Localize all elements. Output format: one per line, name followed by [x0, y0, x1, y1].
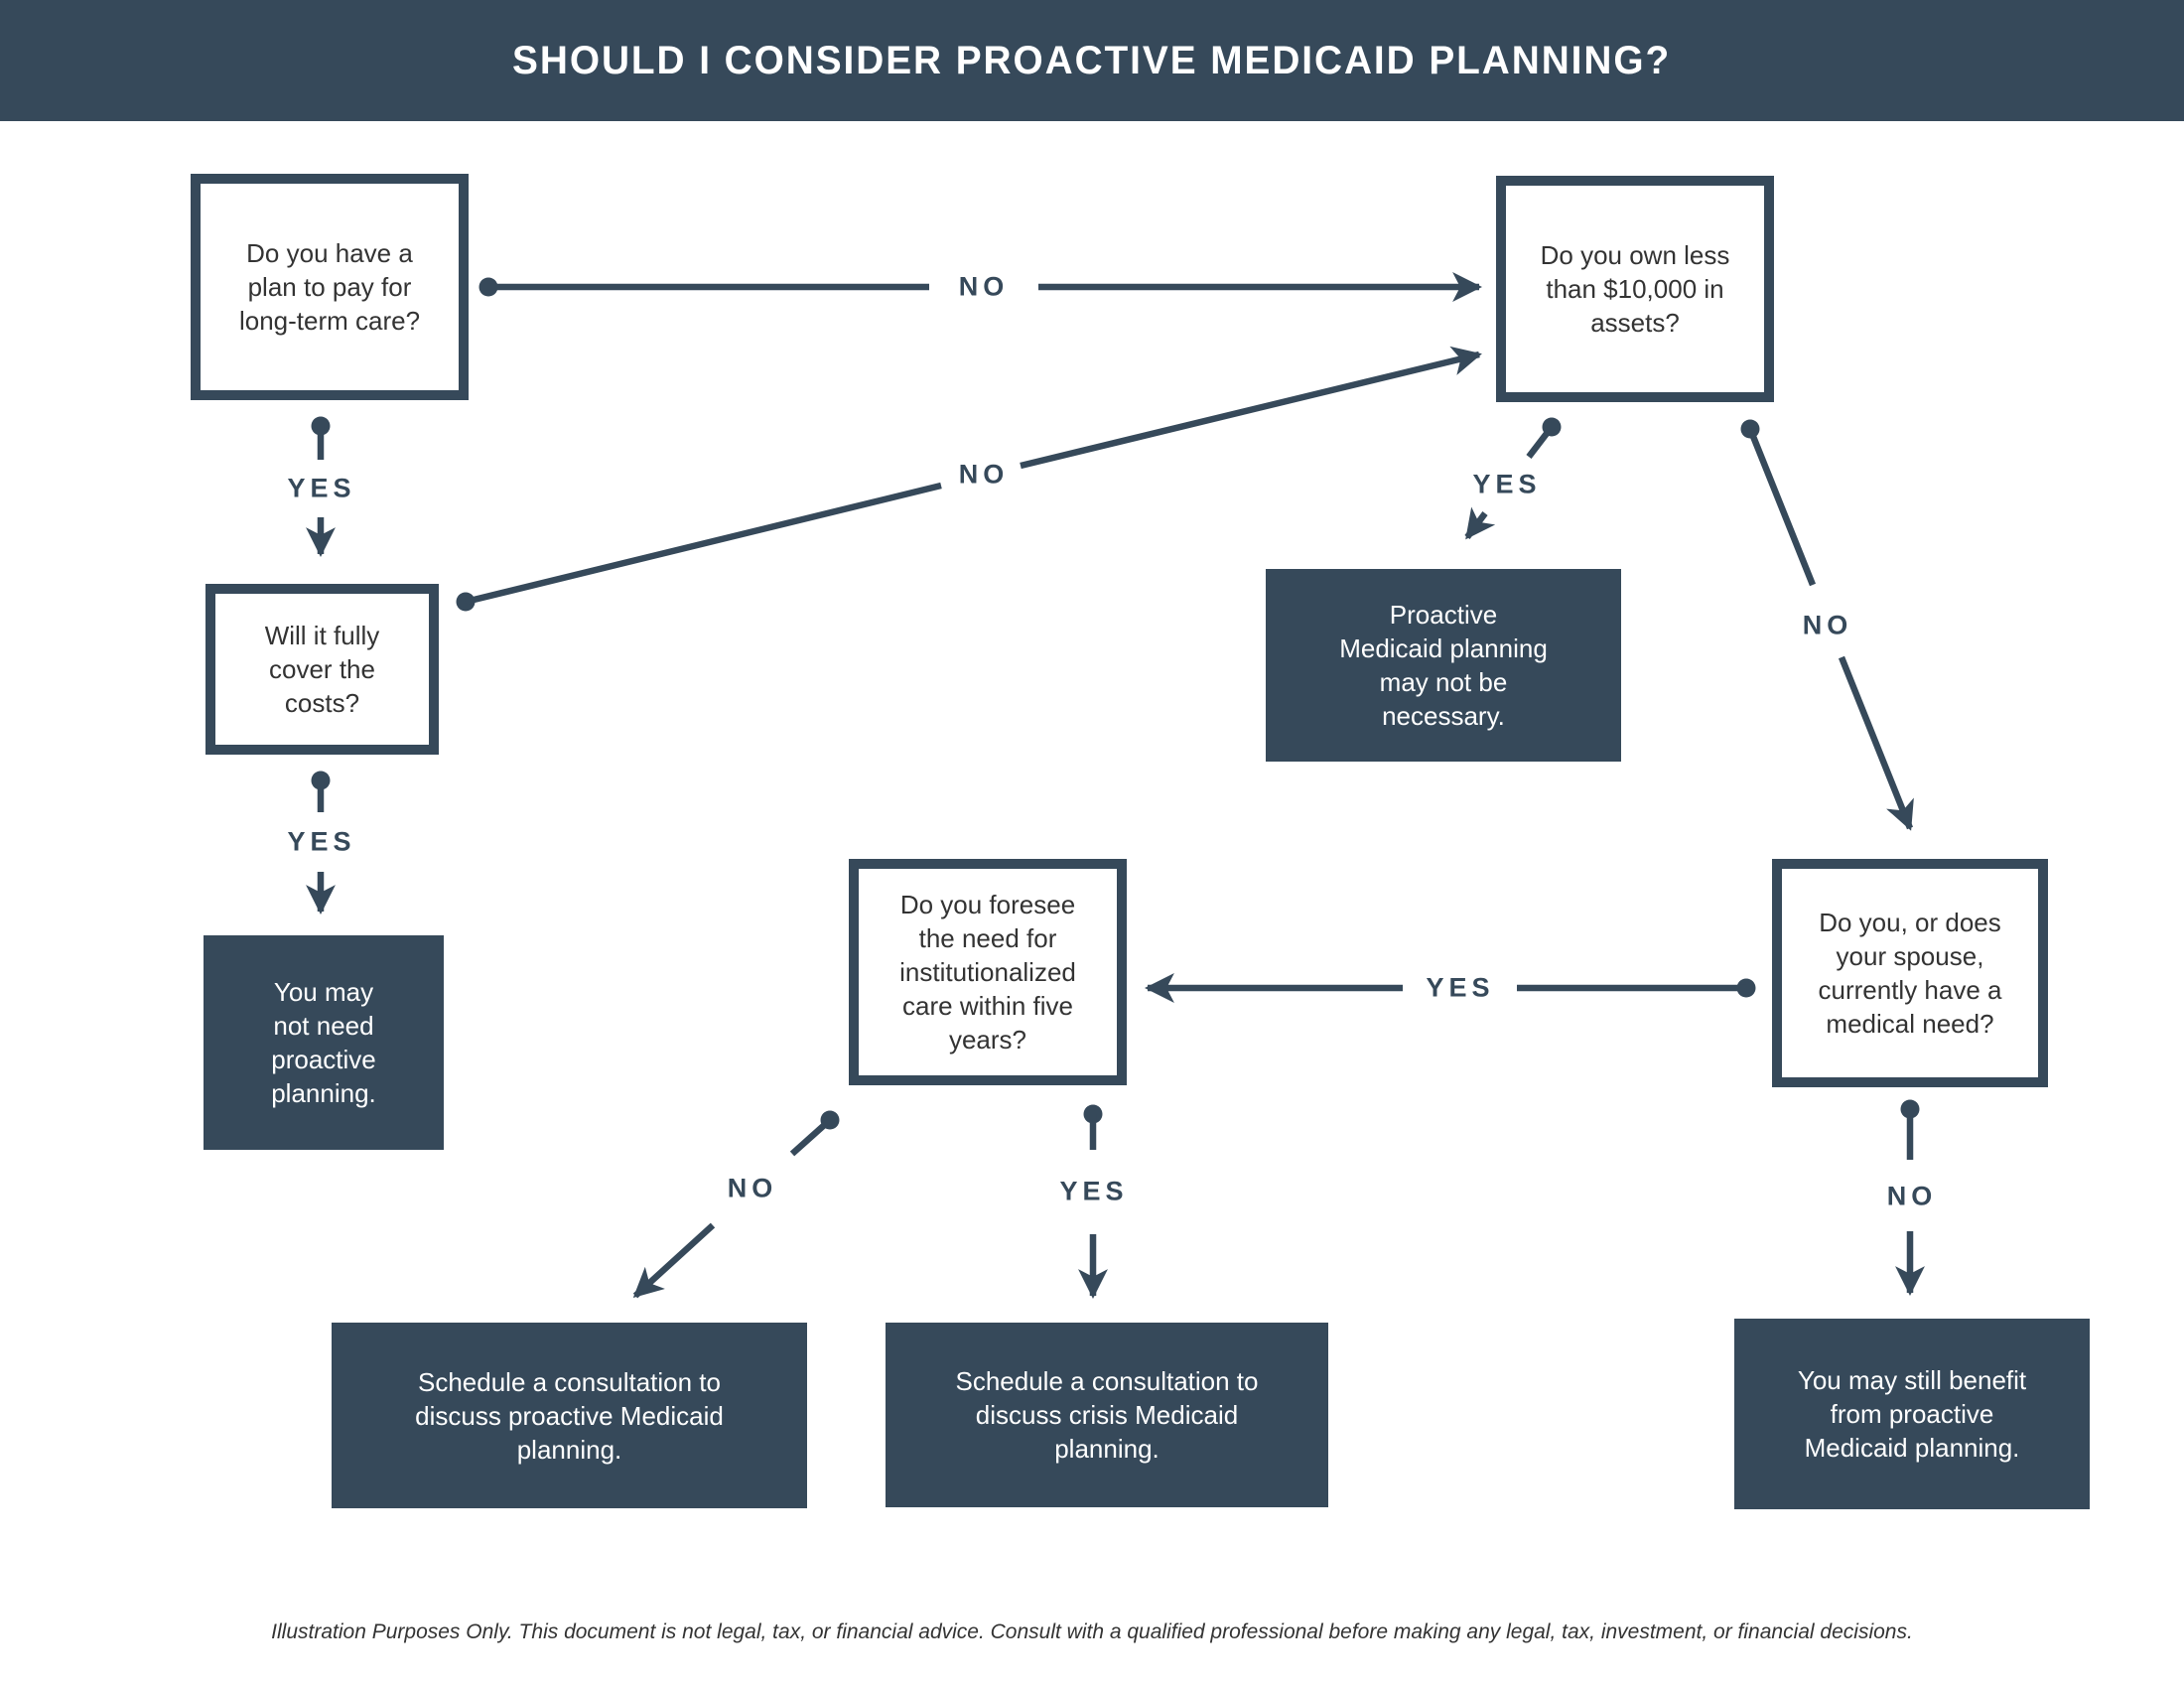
connector-plan-yes — [306, 416, 336, 557]
node-result-proactive: Schedule a consultation to discuss proac… — [332, 1323, 807, 1508]
edge-label-assets-yes: YES — [1472, 469, 1542, 499]
node-question-medical: Do you, or does your spouse, currently h… — [1772, 859, 2048, 1087]
node-question-plan-text: Do you have a plan to pay for long-term … — [238, 238, 421, 336]
edge-label-plan-yes: YES — [287, 473, 356, 503]
node-result-still-benefit-text: You may still benefit from proactive Med… — [1797, 1365, 2027, 1463]
connector-assets-no — [1740, 419, 1914, 831]
edge-label-foresee-no: NO — [727, 1173, 778, 1203]
edge-label-plan-no: NO — [958, 271, 1010, 302]
connector-foresee-yes — [1078, 1104, 1108, 1299]
edge-label-assets-no: NO — [1802, 610, 1853, 640]
edge-label-medical-yes: YES — [1426, 972, 1495, 1003]
connector-assets-yes — [1464, 417, 1562, 540]
node-result-still-benefit: You may still benefit from proactive Med… — [1734, 1319, 2090, 1509]
disclaimer-text: Illustration Purposes Only. This documen… — [271, 1620, 1913, 1643]
node-result-not-need-text: You may not need proactive planning. — [271, 977, 376, 1108]
node-question-plan: Do you have a plan to pay for long-term … — [191, 174, 469, 400]
title-bar: SHOULD I CONSIDER PROACTIVE MEDICAID PLA… — [0, 0, 2184, 121]
page-title: SHOULD I CONSIDER PROACTIVE MEDICAID PLA… — [512, 38, 1672, 82]
node-question-assets: Do you own less than $10,000 in assets? — [1496, 176, 1774, 402]
node-question-cover: Will it fully cover the costs? — [205, 584, 439, 755]
node-question-cover-text: Will it fully cover the costs? — [264, 621, 380, 718]
edge-label-medical-no: NO — [1886, 1181, 1938, 1211]
node-result-not-need: You may not need proactive planning. — [204, 935, 444, 1150]
connector-medical-yes — [1145, 973, 1756, 1003]
connector-cover-no — [456, 346, 1482, 612]
edge-label-cover-yes: YES — [287, 826, 356, 857]
node-result-proactive-text: Schedule a consultation to discuss proac… — [415, 1366, 724, 1465]
connector-plan-no — [478, 272, 1482, 302]
node-question-medical-text: Do you, or does your spouse, currently h… — [1818, 908, 2002, 1039]
node-result-not-necessary: Proactive Medicaid planning may not be n… — [1266, 569, 1621, 762]
edge-label-cover-no: NO — [958, 459, 1010, 490]
node-result-crisis-text: Schedule a consultation to discuss crisi… — [955, 1366, 1259, 1464]
node-question-assets-text: Do you own less than $10,000 in assets? — [1540, 240, 1730, 338]
connector-cover-yes — [306, 771, 336, 914]
node-question-foresee: Do you foresee the need for institutiona… — [849, 859, 1127, 1085]
node-question-foresee-text: Do you foresee the need for institutiona… — [899, 890, 1076, 1055]
node-result-not-necessary-text: Proactive Medicaid planning may not be n… — [1339, 600, 1548, 731]
connector-medical-no — [1895, 1099, 1925, 1296]
connector-foresee-no — [632, 1110, 840, 1299]
edge-label-foresee-yes: YES — [1059, 1176, 1129, 1206]
node-result-crisis: Schedule a consultation to discuss crisi… — [886, 1323, 1328, 1507]
